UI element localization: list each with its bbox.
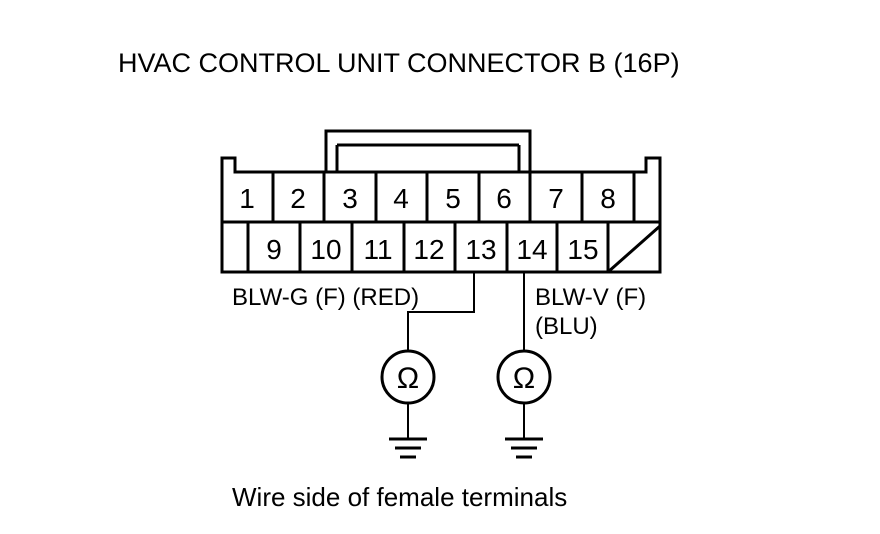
pin-number: 11 bbox=[363, 234, 392, 265]
pin-number: 7 bbox=[548, 183, 564, 214]
wire-label-right-line1: BLW-V (F) bbox=[535, 284, 646, 311]
pin-number: 13 bbox=[465, 234, 496, 265]
pin-number: 1 bbox=[239, 183, 255, 214]
wire-label-right-line2: (BLU) bbox=[535, 313, 598, 340]
connector-body bbox=[220, 129, 662, 274]
diagram-caption: Wire side of female terminals bbox=[232, 482, 567, 512]
ohmmeter-right: Ω bbox=[496, 349, 552, 438]
pin-number: 10 bbox=[310, 234, 341, 265]
pin-row-bottom: 9 10 11 12 13 14 15 bbox=[266, 234, 598, 265]
pin-number: 9 bbox=[266, 234, 282, 265]
pin-row-top: 1 2 3 4 5 6 7 8 bbox=[239, 183, 616, 214]
pin-number: 4 bbox=[393, 183, 409, 214]
pin-number: 14 bbox=[516, 234, 547, 265]
pin-number: 2 bbox=[290, 183, 306, 214]
pin-number: 3 bbox=[342, 183, 358, 214]
diagram-title: HVAC CONTROL UNIT CONNECTOR B (16P) bbox=[118, 48, 680, 78]
ohm-icon: Ω bbox=[513, 362, 535, 395]
ground-icon bbox=[505, 437, 543, 459]
ohm-icon: Ω bbox=[397, 362, 419, 395]
pin-number: 12 bbox=[413, 234, 444, 265]
wire-label-left: BLW-G (F) (RED) bbox=[232, 284, 419, 311]
pin-number: 5 bbox=[445, 183, 461, 214]
pin-number: 6 bbox=[496, 183, 512, 214]
pin-number: 15 bbox=[567, 234, 598, 265]
pin-number: 8 bbox=[600, 183, 616, 214]
ohmmeter-left: Ω bbox=[380, 349, 436, 438]
wire-pin13 bbox=[407, 272, 475, 350]
ground-icon bbox=[389, 437, 427, 459]
